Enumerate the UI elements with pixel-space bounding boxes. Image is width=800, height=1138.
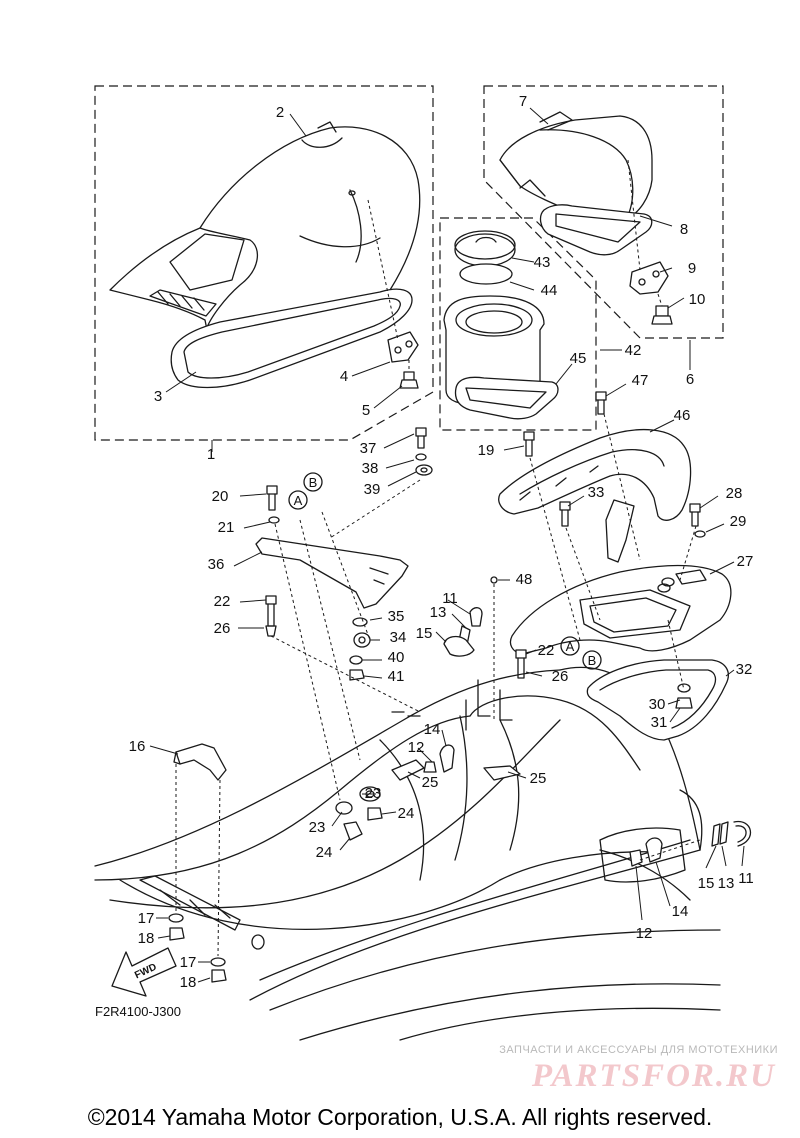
part-label-8: 8	[680, 221, 688, 238]
group-box-storage-42	[439, 217, 597, 431]
part-label-26-right: 26	[552, 668, 569, 685]
callout-b-top-label: B	[309, 475, 318, 490]
rear-seat	[499, 111, 673, 325]
part-label-13-center: 13	[430, 604, 447, 621]
part-label-22-left: 22	[214, 593, 231, 610]
part-label-43: 43	[534, 254, 551, 271]
part-label-27: 27	[737, 553, 754, 570]
watermark-caption: ЗАПЧАСТИ И АКСЕССУАРЫ ДЛЯ МОТОТЕХНИКИ	[499, 1044, 778, 1056]
part-label-31: 31	[651, 714, 668, 731]
part-label-35: 35	[388, 608, 405, 625]
part-label-47: 47	[632, 372, 649, 389]
part-label-45: 45	[570, 350, 587, 367]
part-label-2: 2	[276, 104, 284, 121]
part-label-41: 41	[388, 668, 405, 685]
part-label-19: 19	[478, 442, 495, 459]
part-label-12-right: 12	[636, 925, 653, 942]
part-label-17-lower: 17	[180, 954, 197, 971]
part-label-39: 39	[364, 481, 381, 498]
callout-b-top: B	[303, 472, 323, 492]
part-label-3: 3	[154, 388, 162, 405]
part-label-6: 6	[686, 371, 694, 388]
part-label-24-right: 24	[398, 805, 415, 822]
plate-36	[255, 537, 409, 609]
part-label-23-right: 23	[365, 785, 382, 802]
part-label-5: 5	[362, 402, 370, 419]
diagram-code: F2R4100-J300	[95, 1004, 181, 1019]
part-label-11-center: 11	[442, 590, 458, 607]
part-label-21: 21	[218, 519, 235, 536]
callout-a-top-label: A	[294, 493, 303, 508]
part-label-7: 7	[519, 93, 527, 110]
part-label-22-right: 22	[538, 642, 555, 659]
part-label-1: 1	[207, 446, 215, 463]
part-label-16: 16	[129, 738, 146, 755]
part-label-42: 42	[625, 342, 642, 359]
bracket-4-bolt-5	[367, 199, 419, 389]
part-label-15-center: 15	[416, 625, 433, 642]
part-label-18-lower: 18	[180, 974, 197, 991]
copyright-notice: ©2014 Yamaha Motor Corporation, U.S.A. A…	[87, 1104, 713, 1130]
part-label-12-center: 12	[408, 739, 425, 756]
callout-b-right-label: B	[588, 653, 597, 668]
callout-a-top: A	[288, 490, 308, 510]
part-label-18-upper: 18	[138, 930, 155, 947]
part-label-25-right: 25	[530, 770, 547, 787]
part-label-10: 10	[689, 291, 706, 308]
part-label-13-right: 13	[718, 875, 735, 892]
part-label-20: 20	[212, 488, 229, 505]
part-label-9: 9	[688, 260, 696, 277]
cover-32	[586, 659, 729, 741]
part-label-44: 44	[541, 282, 558, 299]
part-label-48: 48	[516, 571, 533, 588]
group-box-seat-1	[94, 85, 434, 441]
part-label-17-upper: 17	[138, 910, 155, 927]
hardware-bolts	[168, 391, 751, 983]
part-label-37: 37	[360, 440, 377, 457]
callout-a-right: A	[560, 636, 580, 656]
part-label-32: 32	[736, 661, 753, 678]
part-label-4: 4	[340, 368, 348, 385]
part-label-14-right: 14	[672, 903, 689, 920]
callout-b-right: B	[582, 650, 602, 670]
part-label-11-right: 11	[738, 870, 754, 887]
part-label-29: 29	[730, 513, 747, 530]
part-label-25-left: 25	[422, 774, 439, 791]
part-label-30: 30	[649, 696, 666, 713]
callout-a-right-label: A	[566, 639, 575, 654]
part-label-28: 28	[726, 485, 743, 502]
fwd-arrow: FWD	[111, 947, 177, 997]
part-label-23-left: 23	[309, 819, 326, 836]
front-seat	[109, 121, 421, 389]
grab-bar-46	[498, 428, 692, 563]
part-label-34: 34	[390, 629, 407, 646]
leader-lines	[149, 107, 745, 983]
part-number-labels: 1 2 3 4 5 6 7 8 9 10 11 12 13 14 15 16 1…	[129, 93, 754, 991]
part-label-14-center: 14	[424, 721, 441, 738]
part-label-26-left: 26	[214, 620, 231, 637]
cover-27	[509, 564, 732, 655]
assembly-lines	[175, 413, 701, 957]
part-label-24-left: 24	[316, 844, 333, 861]
part-label-36: 36	[208, 556, 225, 573]
part-label-40: 40	[388, 649, 405, 666]
group-box-rear-seat-6	[483, 85, 724, 339]
storage-container	[443, 230, 559, 420]
part-label-15-right: 15	[698, 875, 715, 892]
watermark-logo: PARTSFOR.RU	[531, 1058, 776, 1094]
part-label-46: 46	[674, 407, 691, 424]
part-label-33: 33	[588, 484, 605, 501]
part-label-38: 38	[362, 460, 379, 477]
